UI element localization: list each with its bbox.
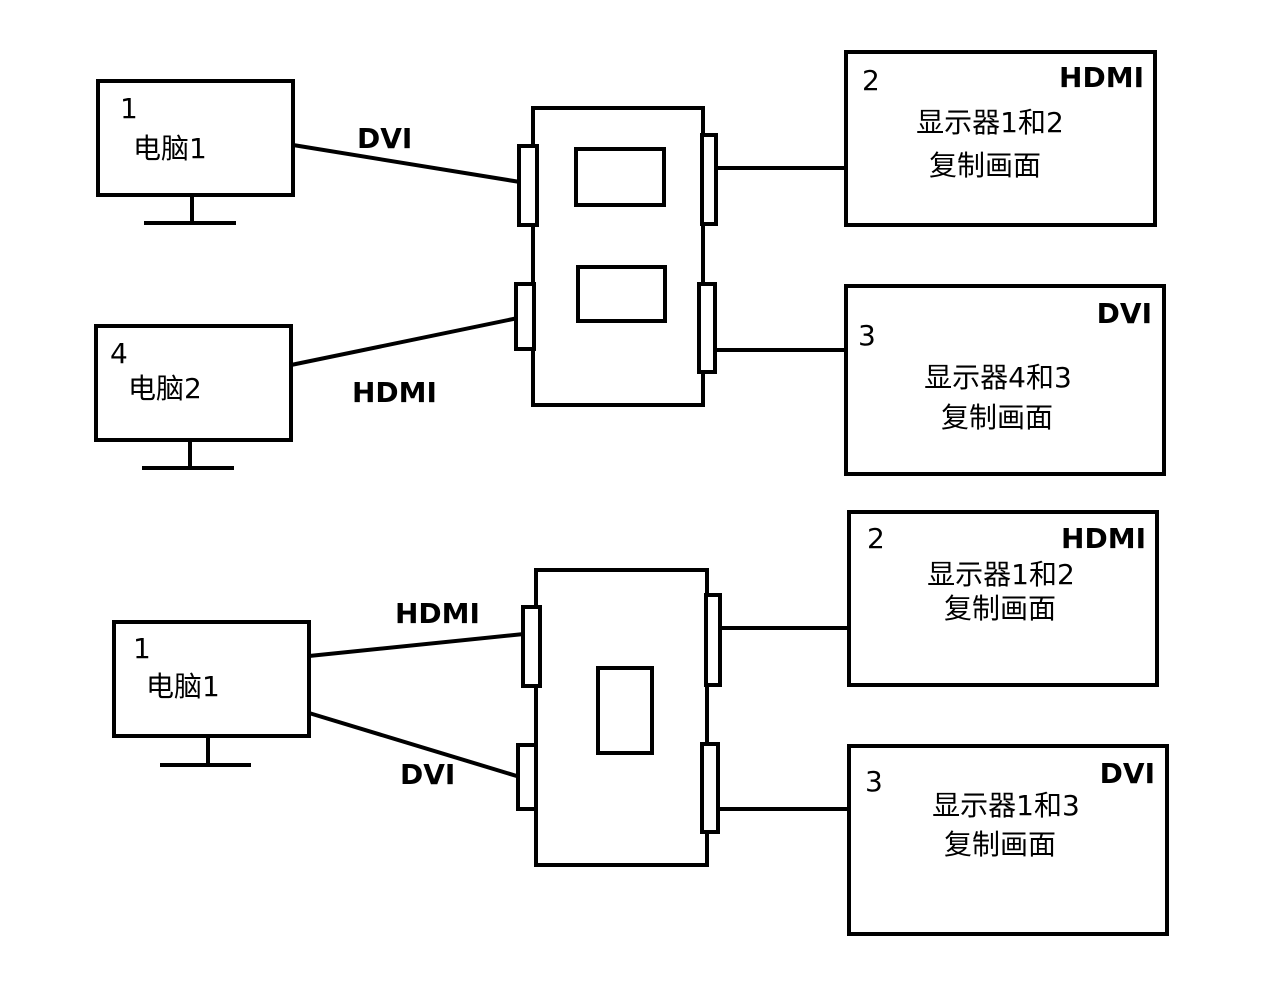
computer-2: 4 电脑2 (94, 324, 293, 470)
monitor-caption-line1: 显示器1和2 (927, 558, 1075, 591)
port-out-bottom (700, 742, 720, 834)
computer-number: 1 (133, 632, 151, 665)
cable-hdmi-in-label: HDMI (352, 376, 437, 409)
monitor-bottom-2: 3 DVI 显示器1和3 复制画面 (847, 744, 1169, 936)
cable-dvi-in (292, 143, 521, 184)
monitor-port-label: DVI (1097, 297, 1152, 330)
splitter-window-bottom (576, 265, 667, 323)
monitor-caption-line2: 复制画面 (944, 592, 1056, 625)
computer-1-number: 1 (120, 92, 138, 125)
monitor-port-label: HDMI (1059, 61, 1144, 94)
monitor-frame (847, 510, 1159, 687)
computer-1b: 1 电脑1 (112, 620, 311, 767)
monitor-frame (847, 744, 1169, 936)
cable-dvi-in-label: DVI (400, 758, 455, 791)
monitor-port-label: DVI (1100, 757, 1155, 790)
port-in-bottom (516, 743, 538, 811)
monitor-frame (844, 50, 1157, 227)
port-in-top (517, 144, 539, 227)
monitor-number: 3 (858, 319, 876, 352)
computer-2-screen (94, 324, 293, 442)
monitor-number: 3 (865, 765, 883, 798)
computer-name: 电脑1 (146, 670, 220, 703)
cable-hdmi-in (308, 632, 525, 658)
cable-dvi-in-label: DVI (357, 122, 412, 155)
monitor-number: 2 (862, 64, 880, 97)
splitter-window-top (574, 147, 666, 207)
monitor-caption-line2: 复制画面 (944, 828, 1056, 861)
monitor-top-1: 2 HDMI 显示器1和2 复制画面 (844, 50, 1157, 227)
computer-screen (112, 620, 311, 738)
monitor-caption-line1: 显示器1和2 (916, 106, 1064, 139)
monitor-top-2: 2 HDMI 显示器1和2 复制画面 (847, 510, 1159, 687)
monitor-caption-line2: 复制画面 (929, 149, 1041, 182)
monitor-caption-line1: 显示器4和3 (924, 361, 1072, 394)
monitor-caption-line1: 显示器1和3 (932, 789, 1080, 822)
monitor-port-label: HDMI (1061, 522, 1146, 555)
splitter-device-1 (514, 106, 718, 407)
splitter-window (596, 666, 654, 755)
computer-1-screen (96, 79, 295, 197)
port-out-top (700, 133, 718, 226)
diagram-1: 1 电脑1 4 电脑2 DVI HDMI (94, 50, 1166, 476)
monitor-caption-line2: 复制画面 (941, 401, 1053, 434)
port-in-top (521, 605, 542, 688)
monitor-number: 2 (867, 522, 885, 555)
monitor-frame (844, 284, 1166, 476)
splitter-device-2 (516, 568, 722, 867)
cable-hdmi-in (290, 316, 519, 367)
computer-1: 1 电脑1 (96, 79, 295, 225)
computer-2-name: 电脑2 (128, 372, 202, 405)
port-out-bottom (697, 282, 717, 374)
diagram-2: 1 电脑1 HDMI DVI 2 HDMI 显示器1和2 复制画面 (112, 510, 1169, 936)
port-out-top (704, 593, 722, 687)
computer-2-number: 4 (110, 337, 128, 370)
monitor-bottom-1: DVI 3 显示器4和3 复制画面 (844, 284, 1166, 476)
port-in-bottom (514, 282, 536, 351)
computer-1-name: 电脑1 (133, 132, 207, 165)
cable-hdmi-in-label: HDMI (395, 597, 480, 630)
cable-dvi-in (308, 711, 521, 779)
